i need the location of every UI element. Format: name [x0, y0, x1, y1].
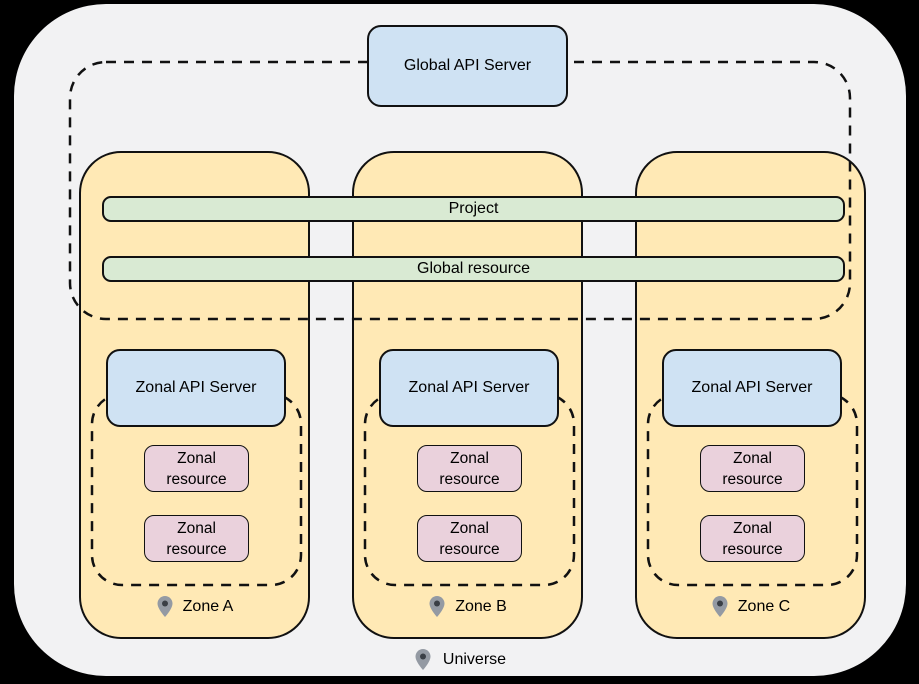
project-bar: Project: [102, 196, 845, 222]
zone-name: Zone C: [737, 597, 791, 615]
zone-box-c: Zonal API Server Zonal resource Zonal re…: [635, 151, 866, 639]
zone-box-b: Zonal API Server Zonal resource Zonal re…: [352, 151, 583, 639]
global-resource-bar: Global resource: [102, 256, 845, 282]
zonal-resource-box: Zonal resource: [700, 445, 805, 492]
zone-name: Zone A: [182, 597, 234, 615]
map-pin-icon: [429, 596, 445, 617]
map-pin-icon: [712, 596, 728, 617]
zonal-api-server-box: Zonal API Server: [106, 349, 286, 427]
zonal-api-server-box: Zonal API Server: [662, 349, 842, 427]
zonal-api-server-label: Zonal API Server: [135, 379, 257, 396]
zonal-resource-box: Zonal resource: [417, 445, 522, 492]
zonal-resource-box: Zonal resource: [700, 515, 805, 562]
zonal-resource-label: Zonal resource: [722, 449, 783, 488]
zonal-resource-label: Zonal resource: [166, 519, 227, 558]
map-pin-icon: [415, 649, 431, 670]
zone-name: Zone B: [455, 597, 507, 615]
zonal-resource-box: Zonal resource: [417, 515, 522, 562]
universe-label: Universe: [14, 648, 906, 671]
zonal-resource-label: Zonal resource: [722, 519, 783, 558]
project-bar-label: Project: [448, 200, 499, 217]
zone-label: Zone A: [81, 595, 308, 618]
zone-label: Zone C: [637, 595, 864, 618]
zone-label: Zone B: [354, 595, 581, 618]
zonal-resource-box: Zonal resource: [144, 515, 249, 562]
global-api-server-label: Global API Server: [403, 57, 532, 74]
zonal-resource-label: Zonal resource: [439, 449, 500, 488]
global-api-server-box: Global API Server: [367, 25, 568, 107]
global-resource-bar-label: Global resource: [417, 260, 530, 277]
zonal-resource-box: Zonal resource: [144, 445, 249, 492]
zonal-resource-label: Zonal resource: [166, 449, 227, 488]
universe-container: Zonal API Server Zonal resource Zonal re…: [14, 4, 906, 676]
zonal-api-server-label: Zonal API Server: [691, 379, 813, 396]
zonal-resource-label: Zonal resource: [439, 519, 500, 558]
zone-box-a: Zonal API Server Zonal resource Zonal re…: [79, 151, 310, 639]
universe-label-text: Universe: [442, 650, 507, 668]
zonal-api-server-label: Zonal API Server: [408, 379, 530, 396]
zonal-api-server-box: Zonal API Server: [379, 349, 559, 427]
map-pin-icon: [157, 596, 173, 617]
